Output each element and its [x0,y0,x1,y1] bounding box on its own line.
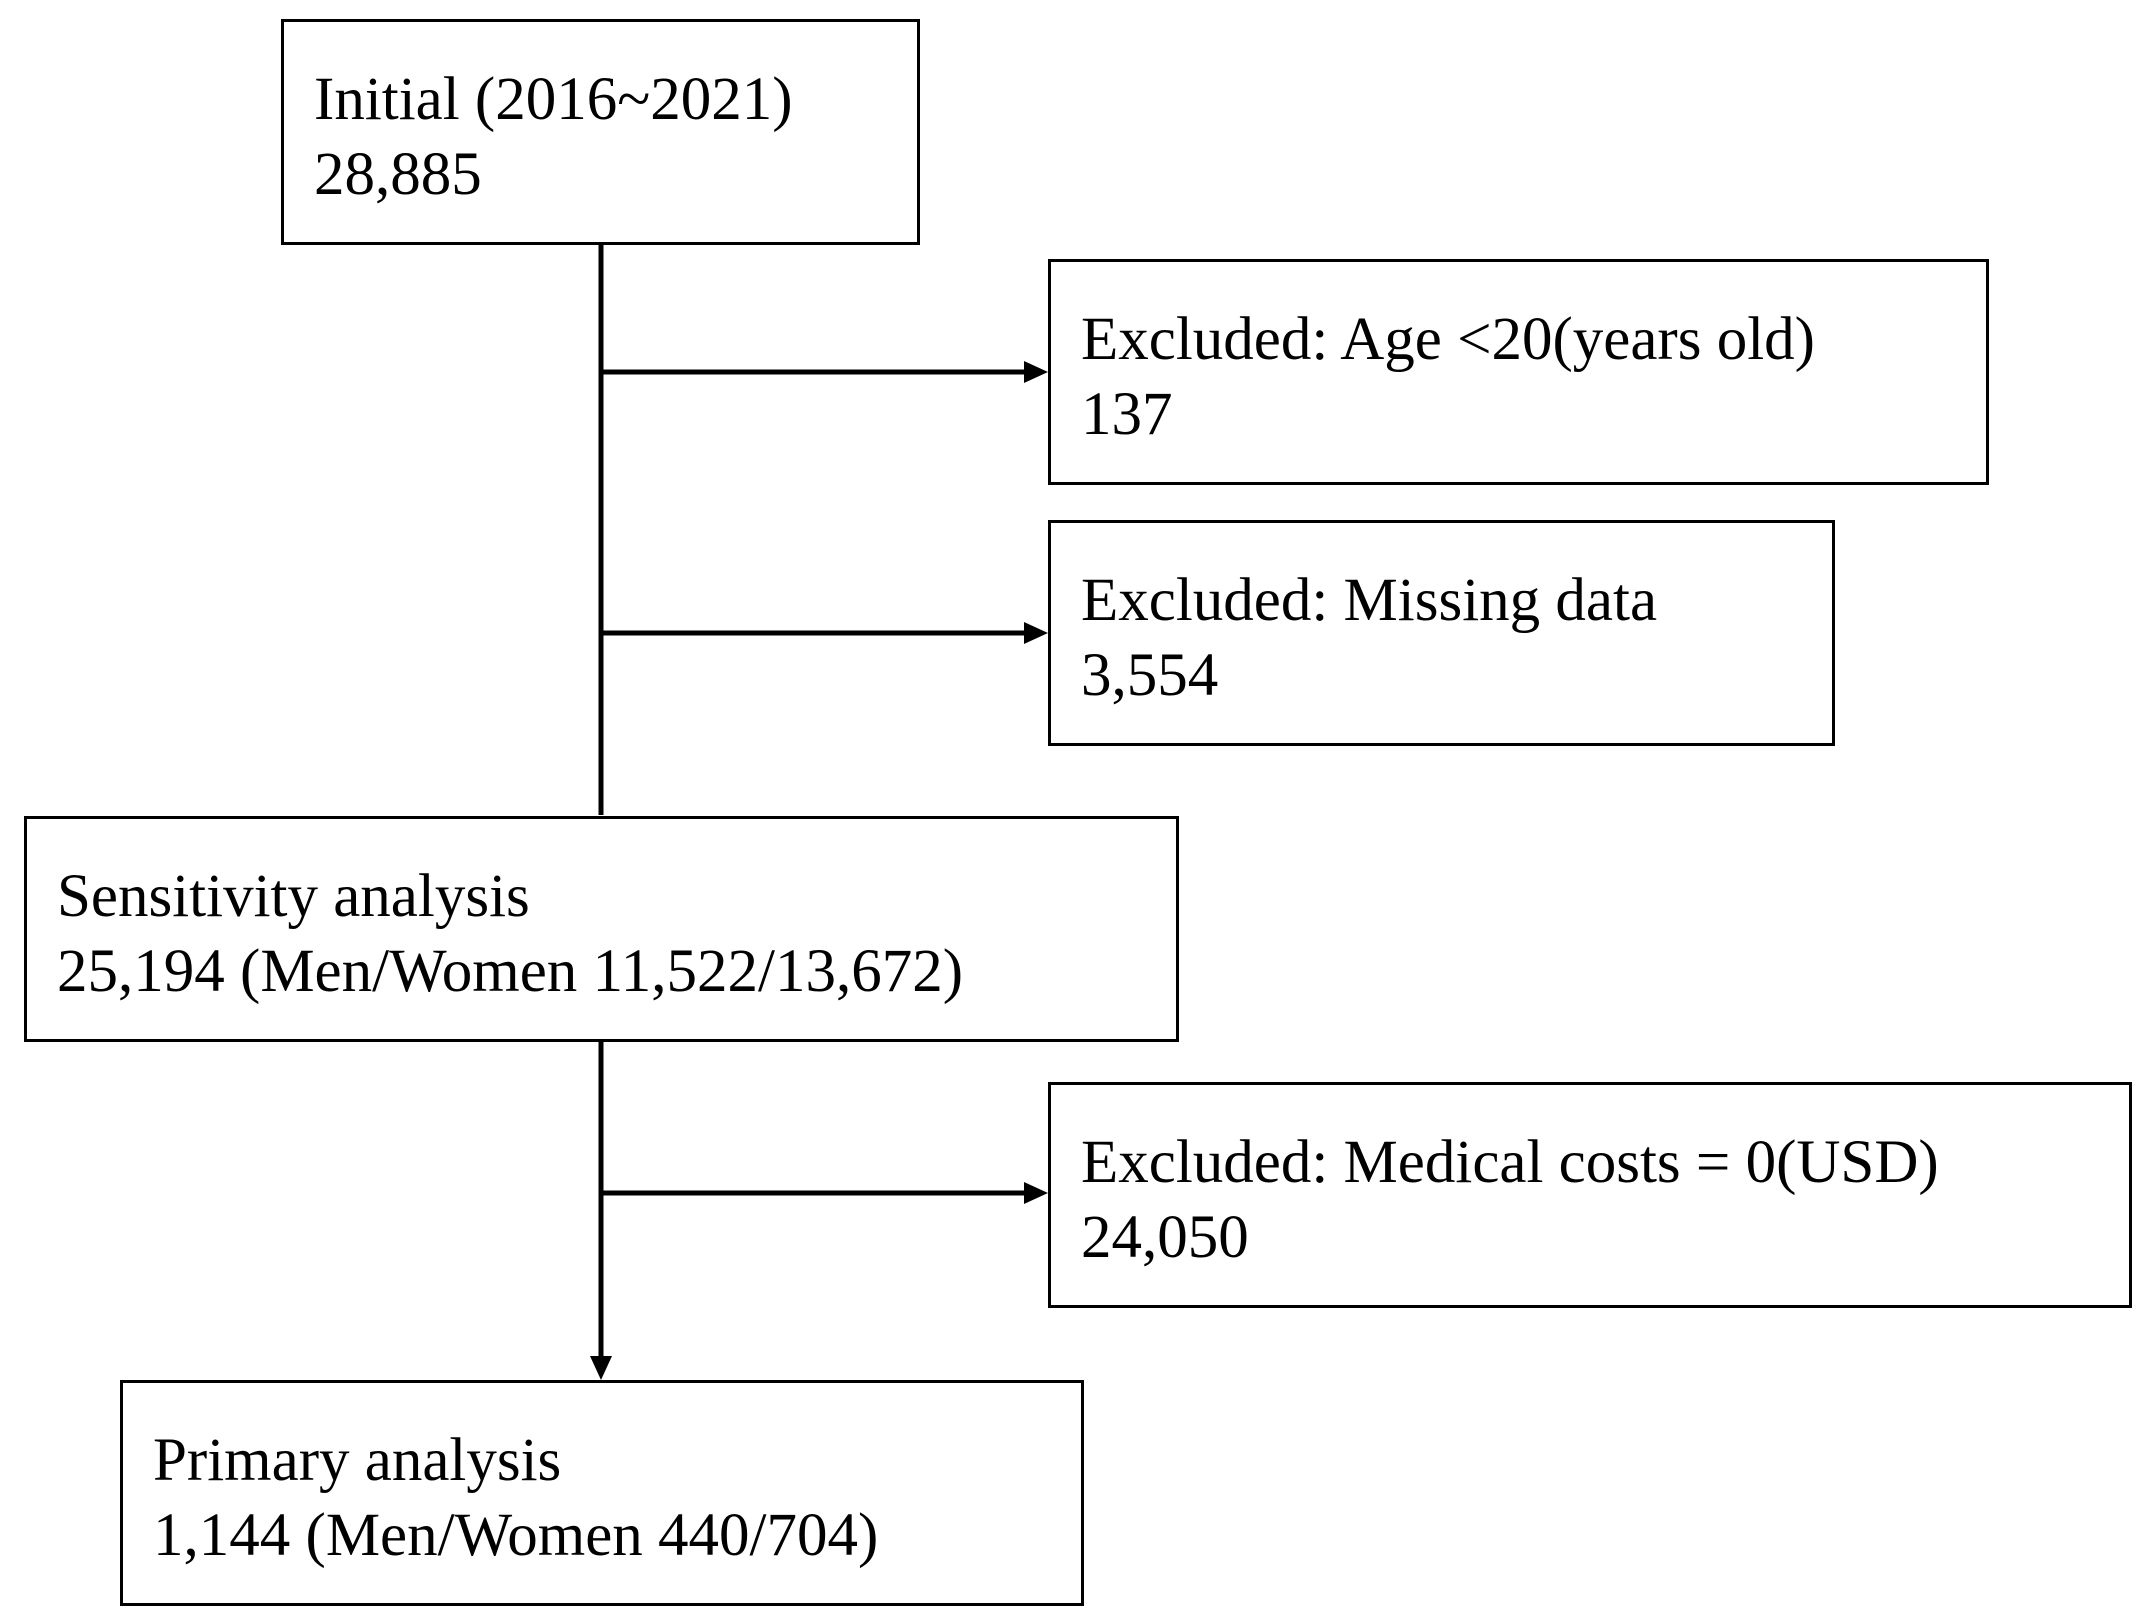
primary-box: Primary analysis 1,144 (Men/Women 440/70… [120,1380,1084,1606]
initial-title: Initial (2016~2021) [314,66,793,133]
exclude-age-box: Excluded: Age <20(years old) 137 [1048,259,1989,485]
sensitivity-title: Sensitivity analysis [57,863,530,930]
arrowhead-exclude-costs [1024,1182,1048,1204]
primary-title: Primary analysis [153,1427,562,1494]
initial-count: 28,885 [314,141,482,208]
exclude-costs-box: Excluded: Medical costs = 0(USD) 24,050 [1048,1082,2132,1308]
sensitivity-box: Sensitivity analysis 25,194 (Men/Women 1… [24,816,1179,1042]
exclude-age-count: 137 [1081,381,1173,448]
arrowhead-exclude-age [1024,361,1048,383]
exclude-costs-title: Excluded: Medical costs = 0(USD) [1081,1129,1939,1196]
arrowhead-exclude-missing [1024,622,1048,644]
arrowhead-primary [590,1356,612,1380]
sensitivity-count: 25,194 (Men/Women 11,522/13,672) [57,938,964,1005]
exclude-costs-count: 24,050 [1081,1204,1249,1271]
primary-count: 1,144 (Men/Women 440/704) [153,1502,879,1569]
exclude-age-title: Excluded: Age <20(years old) [1081,306,1815,373]
exclude-missing-box: Excluded: Missing data 3,554 [1048,520,1835,746]
exclude-missing-count: 3,554 [1081,642,1219,709]
initial-box: Initial (2016~2021) 28,885 [281,19,920,245]
exclude-missing-title: Excluded: Missing data [1081,567,1658,634]
